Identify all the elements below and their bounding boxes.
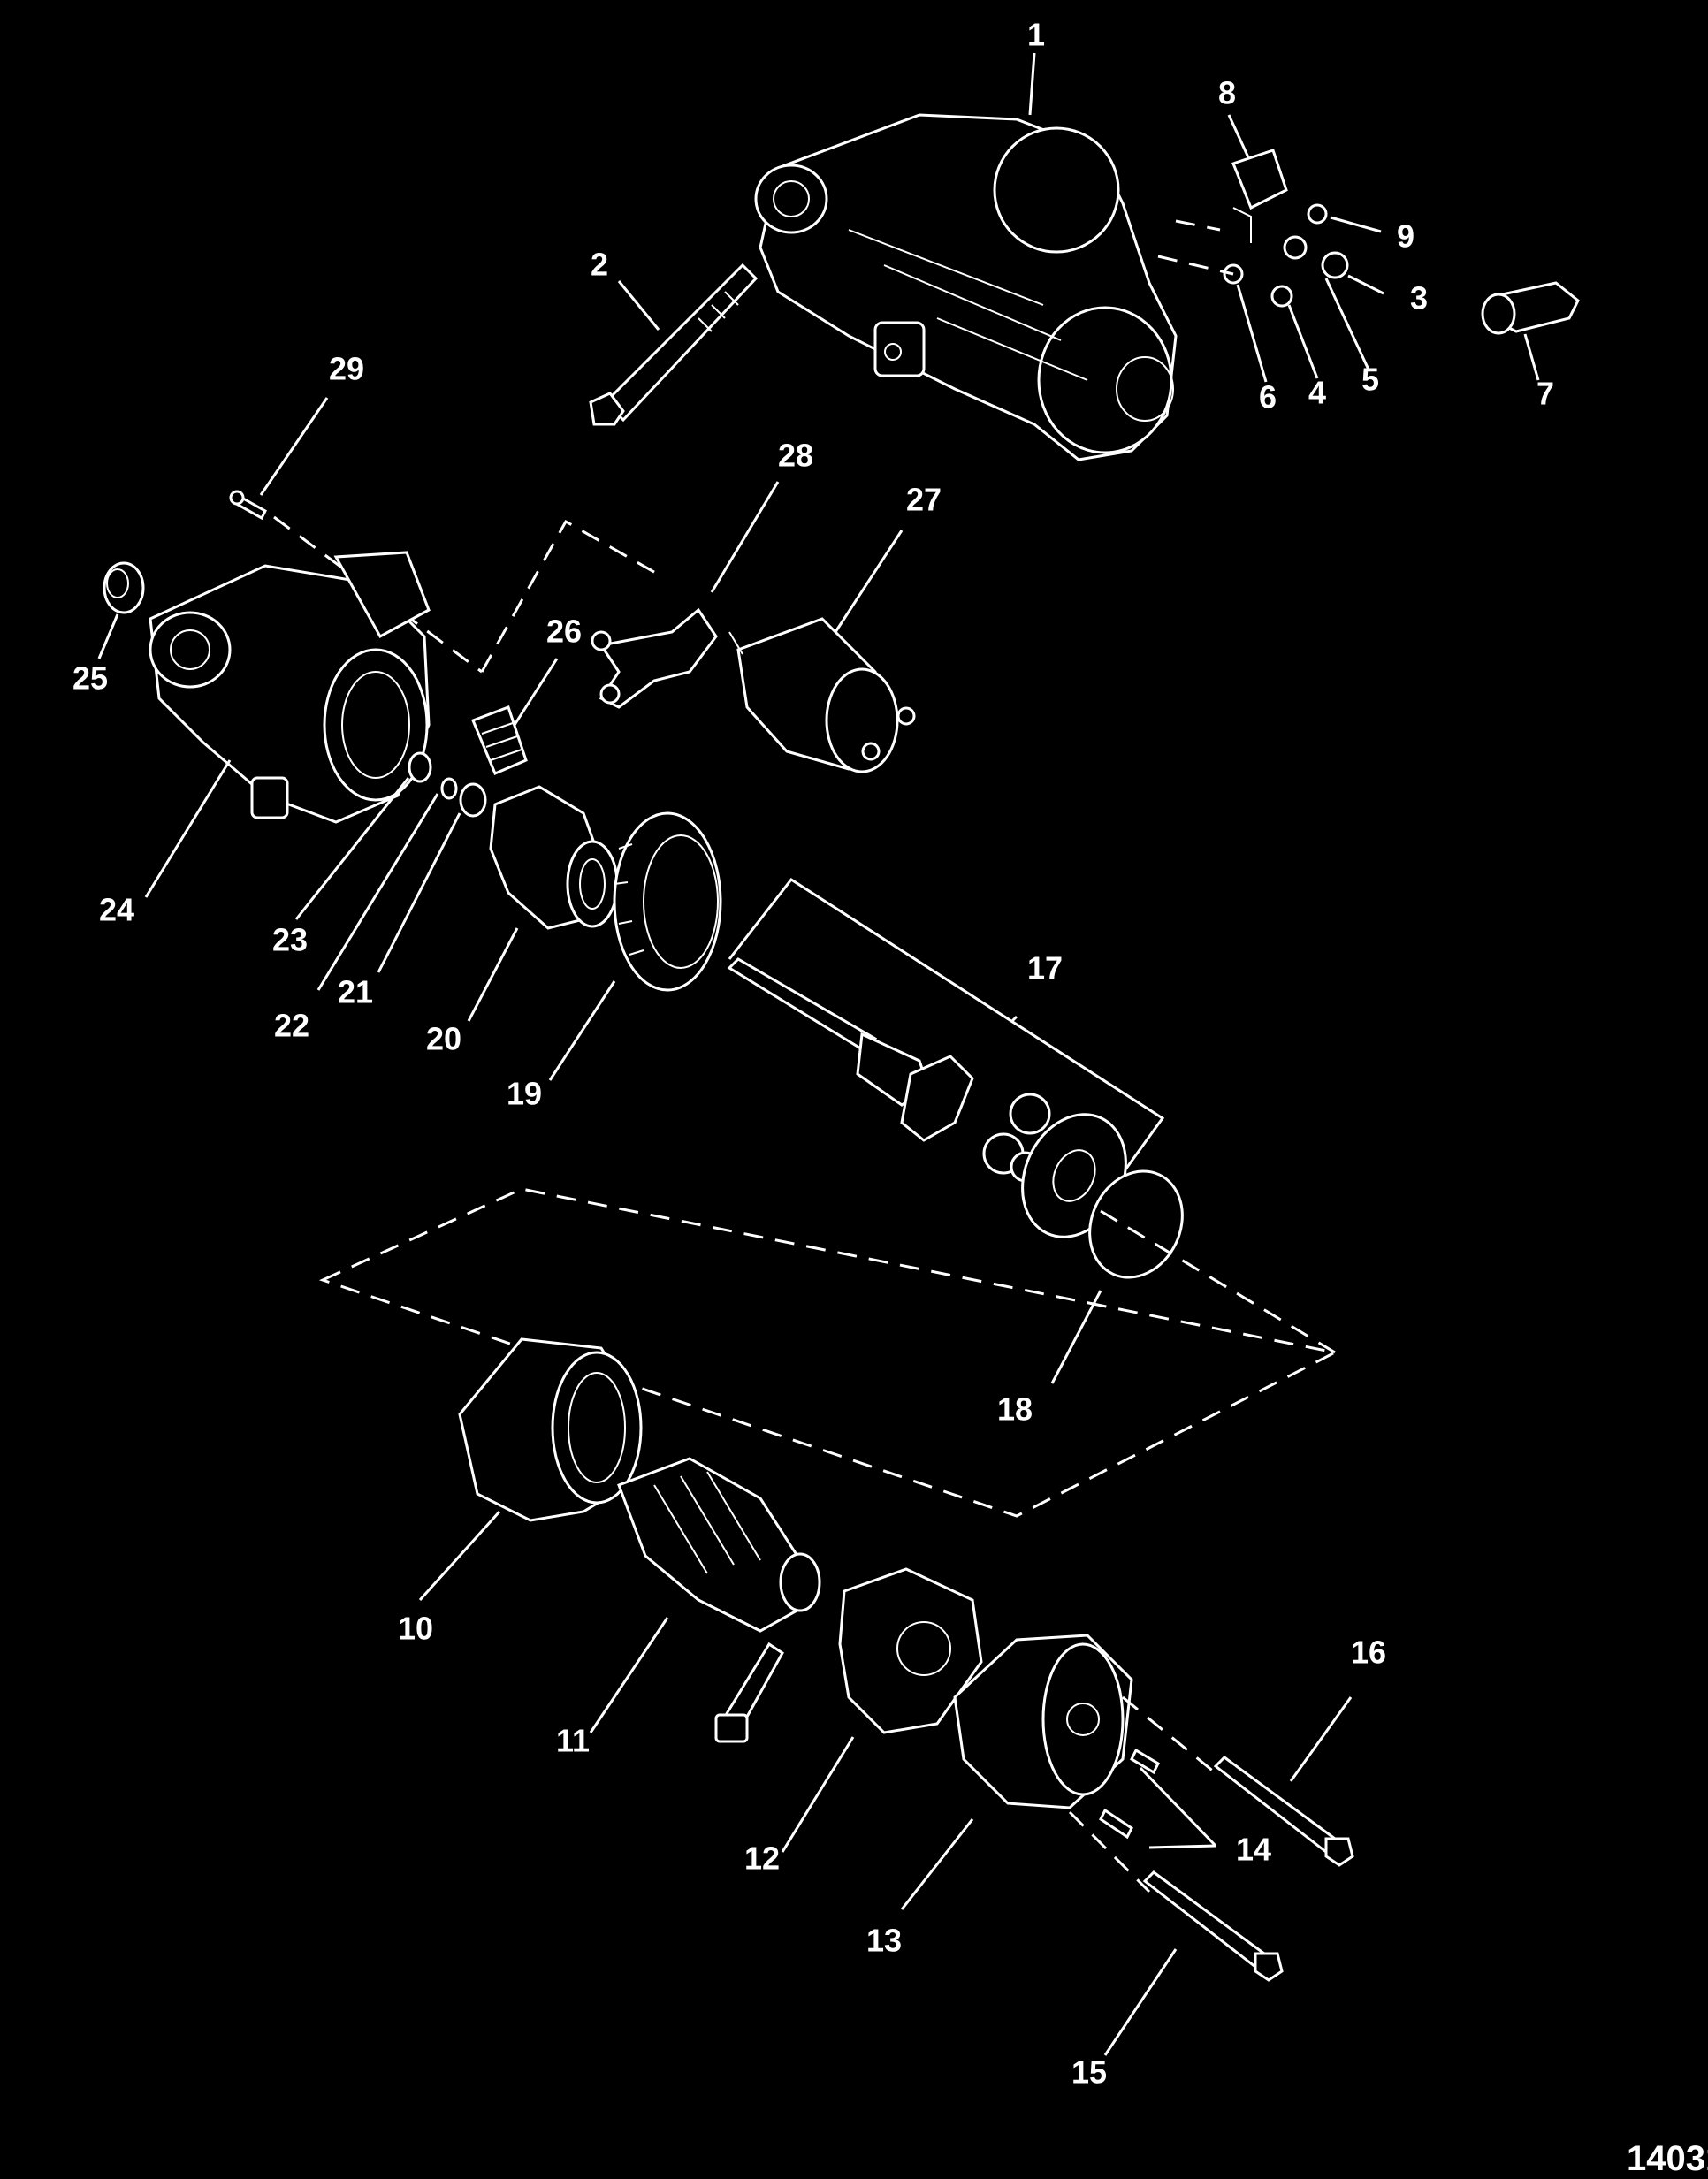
screw-part-29 [229, 490, 267, 521]
callout-11: 11 [556, 1723, 590, 1759]
planetary-shaft-part-17 [727, 957, 1051, 1183]
callout-24: 24 [99, 892, 134, 928]
gear-ring-part-19 [613, 811, 722, 992]
shift-lever-part-28 [591, 607, 718, 709]
callout-labels: 1 2 3 4 5 6 7 8 9 10 11 12 13 14 15 16 1… [72, 17, 1554, 2091]
field-frame-part-10 [458, 1337, 643, 1522]
callout-15: 15 [1071, 2054, 1107, 2091]
callout-19: 19 [507, 1076, 542, 1112]
callout-6: 6 [1259, 379, 1277, 415]
callout-5: 5 [1361, 362, 1379, 398]
callout-12: 12 [744, 1840, 780, 1877]
group-outline [318, 1187, 1339, 1518]
bushing-part-25 [103, 561, 145, 614]
callout-7: 7 [1536, 376, 1554, 412]
drive-housing-part-24 [149, 551, 431, 824]
commutator-end-frame-part-13 [953, 1634, 1133, 1809]
callout-4: 4 [1308, 375, 1326, 411]
terminal-boot [1481, 281, 1580, 335]
callout-8: 8 [1218, 75, 1236, 111]
callout-29: 29 [329, 351, 364, 387]
callout-9: 9 [1397, 218, 1414, 255]
retainer-plate-part-18 [1021, 1113, 1184, 1279]
group-bracket-17 [728, 877, 1165, 1199]
leader-lines [97, 52, 1540, 2056]
through-bolt-part-16 [1213, 1756, 1354, 1867]
callout-13: 13 [866, 1923, 902, 1959]
callout-1: 1 [1027, 17, 1045, 53]
through-bolt-part-15 [1142, 1870, 1284, 1982]
callout-18: 18 [997, 1391, 1033, 1428]
callout-22: 22 [274, 1008, 309, 1044]
callout-28: 28 [778, 438, 813, 474]
screws-part-14 [1099, 1748, 1160, 1840]
callout-21: 21 [338, 974, 373, 1010]
armature-part-11 [617, 1457, 821, 1633]
solenoid-part-27 [728, 617, 916, 773]
terminal-hardware [1157, 149, 1349, 308]
callout-16: 16 [1351, 1634, 1386, 1671]
callout-27: 27 [906, 482, 942, 518]
callout-14: 14 [1236, 1832, 1271, 1868]
callout-23: 23 [272, 922, 308, 958]
starter-motor-assembly [754, 113, 1178, 461]
callout-26: 26 [546, 613, 582, 650]
reference-number: 14031 [1627, 2139, 1708, 2178]
spring-part-26 [471, 705, 528, 775]
through-bolt-long [589, 263, 759, 426]
callout-20: 20 [426, 1021, 461, 1057]
callout-10: 10 [398, 1611, 433, 1647]
brush-holder-part-12 [714, 1567, 983, 1743]
washers-parts-21-23 [408, 751, 487, 818]
callout-17: 17 [1027, 950, 1063, 987]
callout-25: 25 [72, 660, 108, 697]
drive-pinion-part-20 [489, 785, 619, 930]
callout-3: 3 [1410, 280, 1428, 316]
callout-2: 2 [591, 247, 608, 283]
